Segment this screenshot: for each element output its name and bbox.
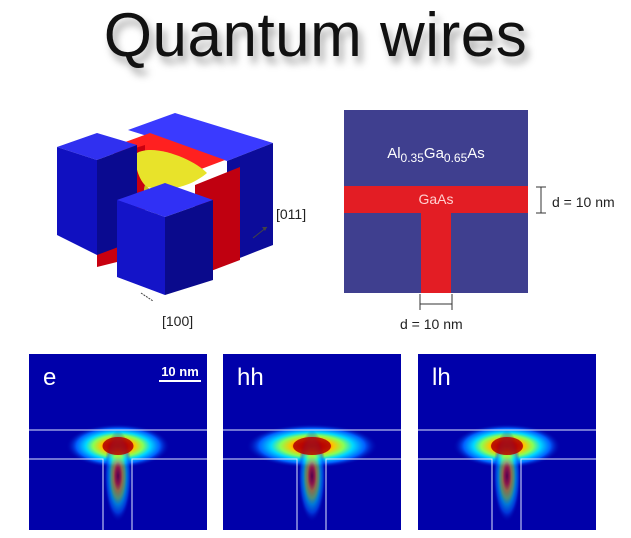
wavefunction-peak — [293, 437, 331, 455]
bottom-dimension-label: d = 10 nm — [400, 316, 463, 332]
panel-e: e 10 nm — [29, 354, 207, 530]
quantum-wire-cube-illustration — [45, 105, 285, 305]
barrier-label-al: Al — [387, 145, 401, 162]
cube-right-block-front — [117, 200, 165, 295]
barrier-label: Al0.35Ga0.65As — [344, 145, 528, 165]
cube-back-block-top — [128, 113, 273, 161]
scale-bar-label: 10 nm — [161, 364, 199, 379]
page-title: Quantum wires — [103, 1, 528, 70]
axis-011-label: [011] — [276, 206, 307, 222]
scale-bar: 10 nm — [159, 364, 201, 382]
bottom-dimension-marker — [419, 294, 453, 310]
cube-yellow-wavefunction — [135, 149, 207, 189]
panel-hh-label: hh — [237, 364, 264, 391]
well-outline — [418, 429, 596, 530]
side-dimension-marker — [536, 186, 546, 214]
well-outline — [29, 429, 207, 530]
panel-lh-svg — [418, 354, 596, 530]
wavefunction-peak — [491, 437, 523, 455]
panel-lh: lh — [418, 354, 596, 530]
panel-hh: hh — [223, 354, 401, 530]
side-dimension-label: d = 10 nm — [552, 194, 615, 210]
panel-hh-svg — [223, 354, 401, 530]
cross-section-diagram: Al0.35Ga0.65As GaAs — [344, 110, 528, 293]
axis-011-arrowhead — [262, 227, 267, 231]
barrier-label-al-sub: 0.35 — [400, 151, 424, 165]
panel-lh-label: lh — [432, 364, 451, 391]
well-outline — [223, 429, 401, 530]
barrier-label-ga-sub: 0.65 — [443, 151, 468, 165]
axis-100-label: [100] — [162, 313, 194, 329]
well-label: GaAs — [418, 191, 454, 207]
cube-left-block-front — [57, 147, 97, 255]
cube-svg — [57, 113, 273, 302]
well-horizontal — [344, 186, 528, 213]
cube-right-block-side — [165, 200, 213, 295]
panel-e-label: e — [43, 364, 57, 391]
barrier-label-ga: Ga — [423, 145, 444, 162]
barrier-label-as: As — [467, 145, 485, 162]
panel-e-svg — [29, 354, 207, 530]
well-vertical — [421, 213, 451, 293]
cube-left-block-top — [57, 133, 137, 160]
wavefunction-peak — [102, 437, 134, 455]
axis-100-arrow — [140, 292, 154, 302]
scale-bar-line — [159, 380, 201, 382]
